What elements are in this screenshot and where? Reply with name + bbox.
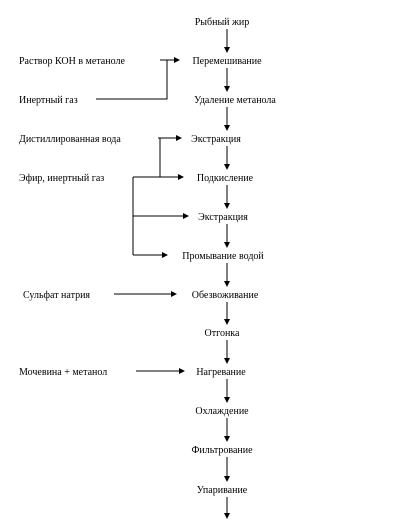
step-distillation-label: Отгонка <box>205 328 241 339</box>
step-methanol-removal: Удаление метанола <box>194 95 276 106</box>
step-acidification-label: Подкисление <box>197 173 254 184</box>
connector-sulfate-to-dehydration <box>114 291 177 297</box>
arrow-down-12 <box>224 457 230 482</box>
step-dehydration: Обезвоживание <box>192 290 259 301</box>
step-mixing: Перемешивание <box>192 56 262 67</box>
arrow-down-2 <box>224 68 230 92</box>
connector-ether-to-washing <box>133 252 168 258</box>
arrow-down-7 <box>224 263 230 287</box>
step-fish-oil: Рыбный жир <box>195 17 250 28</box>
main-flow-arrows <box>224 29 230 519</box>
arrow-down-9 <box>224 340 230 364</box>
arrow-down-5 <box>224 185 230 209</box>
connector-ether-to-acidification <box>160 174 184 180</box>
step-fish-oil-label: Рыбный жир <box>195 17 250 28</box>
step-extraction-2-label: Экстракция <box>198 212 248 223</box>
step-heating: Нагревание <box>196 367 246 378</box>
connector-urea-to-heating <box>136 368 185 374</box>
step-evaporation-label: Упаривание <box>197 485 248 496</box>
input-distilled-water-label: Дистиллированная вода <box>19 134 121 145</box>
arrow-down-13 <box>224 497 230 519</box>
step-extraction-1: Экстракция <box>191 134 241 145</box>
step-heating-label: Нагревание <box>196 367 246 378</box>
arrow-down-1 <box>224 29 230 53</box>
step-extraction-2: Экстракция <box>198 212 248 223</box>
connector-ether-branch <box>132 138 161 255</box>
step-dehydration-label: Обезвоживание <box>192 290 259 301</box>
step-water-washing-label: Промывание водой <box>182 251 264 262</box>
step-cooling: Охлаждение <box>195 406 249 417</box>
arrow-down-8 <box>224 302 230 325</box>
arrow-down-10 <box>224 379 230 403</box>
arrow-down-6 <box>224 224 230 248</box>
input-ether-inert-gas: Эфир, инертный газ <box>19 173 104 184</box>
step-cooling-label: Охлаждение <box>195 406 249 417</box>
input-urea-methanol-label: Мочевина + метанол <box>19 367 107 378</box>
step-distillation: Отгонка <box>205 328 241 339</box>
arrow-down-3 <box>224 107 230 131</box>
input-koh-methanol: Раствор КОН в метаноле <box>19 56 125 67</box>
step-extraction-1-label: Экстракция <box>191 134 241 145</box>
step-filtration: Фильтрование <box>191 445 253 456</box>
input-inert-gas-label: Инертный газ <box>19 95 78 106</box>
step-evaporation: Упаривание <box>197 485 248 496</box>
input-sodium-sulfate: Сульфат натрия <box>23 290 90 301</box>
connector-ether-to-extraction-2 <box>133 213 189 219</box>
connector-inert-gas-to-mixing <box>96 60 168 100</box>
step-acidification: Подкисление <box>197 173 254 184</box>
step-filtration-label: Фильтрование <box>191 445 253 456</box>
input-sodium-sulfate-label: Сульфат натрия <box>23 290 90 301</box>
input-urea-methanol: Мочевина + метанол <box>19 367 107 378</box>
arrow-down-11 <box>224 418 230 442</box>
step-water-washing: Промывание водой <box>182 251 264 262</box>
connector-water-to-extraction <box>158 135 182 141</box>
step-mixing-label: Перемешивание <box>192 56 262 67</box>
arrow-down-4 <box>224 146 230 170</box>
input-koh-methanol-label: Раствор КОН в метаноле <box>19 56 125 67</box>
input-ether-inert-gas-label: Эфир, инертный газ <box>19 173 104 184</box>
input-distilled-water: Дистиллированная вода <box>19 134 121 145</box>
input-inert-gas: Инертный газ <box>19 95 78 106</box>
connector-koh-to-mixing <box>160 57 180 63</box>
step-methanol-removal-label: Удаление метанола <box>194 95 276 106</box>
